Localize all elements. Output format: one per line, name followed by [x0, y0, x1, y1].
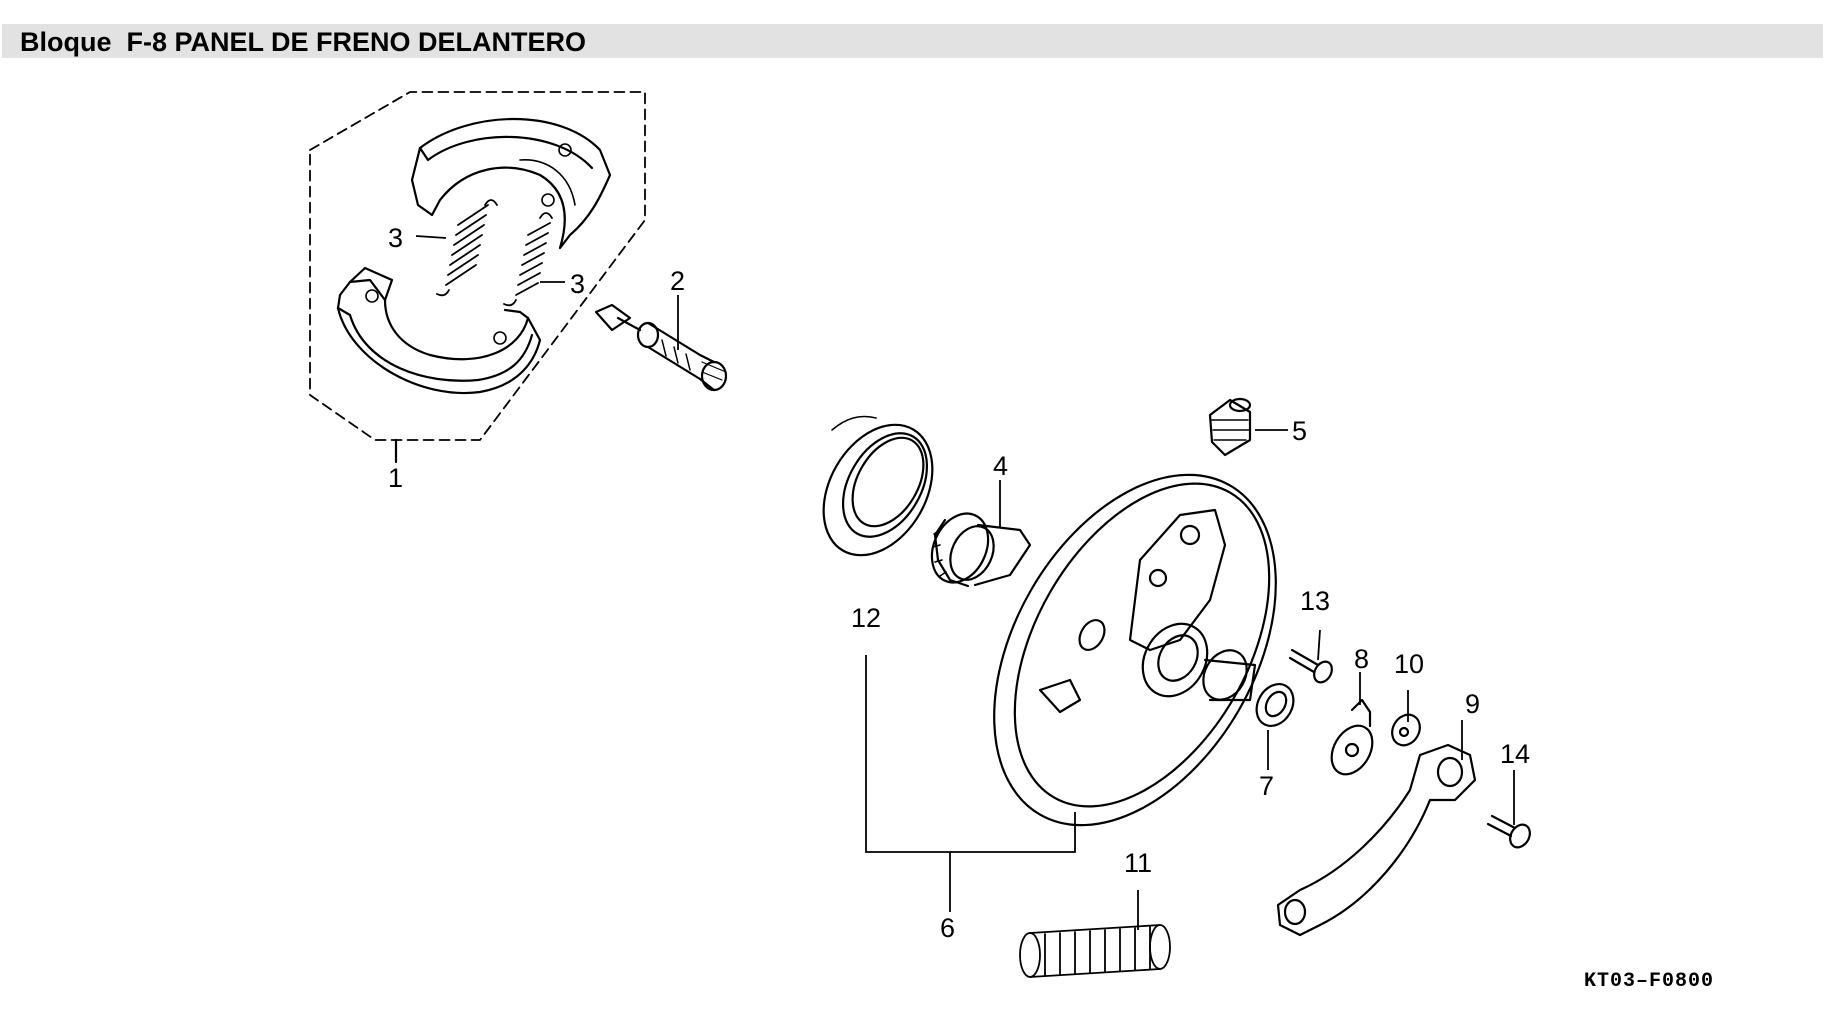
- callout-10: 10: [1394, 649, 1424, 679]
- callout-4: 4: [993, 451, 1008, 481]
- leader-lines: [415, 235, 1515, 930]
- bolt-13[interactable]: [1288, 648, 1335, 686]
- callout-7: 7: [1259, 771, 1274, 801]
- brake-panel[interactable]: [936, 425, 1334, 874]
- brake-shoe-upper[interactable]: [410, 118, 612, 250]
- callout-1: 1: [388, 463, 403, 493]
- return-spring-right[interactable]: [503, 212, 553, 307]
- brake-arm[interactable]: [1276, 743, 1477, 937]
- callout-2: 2: [670, 266, 685, 296]
- callout-3a: 3: [388, 223, 403, 253]
- dust-seal[interactable]: [801, 405, 954, 574]
- page-title: Bloque F-8 PANEL DE FRENO DELANTERO: [20, 27, 587, 57]
- callout-6: 6: [940, 913, 955, 943]
- callout-13: 13: [1300, 586, 1330, 616]
- callout-12: 12: [851, 603, 881, 633]
- felt-seal[interactable]: [1249, 677, 1300, 732]
- callout-3b: 3: [570, 269, 585, 299]
- return-spring-left[interactable]: [436, 199, 498, 297]
- callout-labels: 1 2 3 3 4 5 6 7 8 9 10 11 12 13 14: [388, 223, 1530, 943]
- callout-14: 14: [1500, 739, 1530, 769]
- header-bar: Bloque F-8 PANEL DE FRENO DELANTERO: [2, 24, 1823, 58]
- brake-cam[interactable]: [594, 303, 728, 392]
- brake-shoe-kit-outline: [309, 91, 646, 464]
- washer[interactable]: [1387, 710, 1426, 751]
- callout-5: 5: [1292, 416, 1307, 446]
- callout-8: 8: [1354, 644, 1369, 674]
- diagram-reference-code: KT03–F0800: [1584, 970, 1715, 993]
- brake-shoe-lower[interactable]: [336, 266, 542, 395]
- brake-arm-spring[interactable]: [1019, 924, 1171, 978]
- bolt-14[interactable]: [1486, 814, 1534, 851]
- speedometer-gear[interactable]: [921, 504, 1032, 591]
- callout-11: 11: [1124, 848, 1152, 878]
- wear-indicator-plate[interactable]: [1323, 698, 1380, 782]
- callout-9: 9: [1465, 689, 1480, 719]
- grease-fitting[interactable]: [1208, 397, 1252, 457]
